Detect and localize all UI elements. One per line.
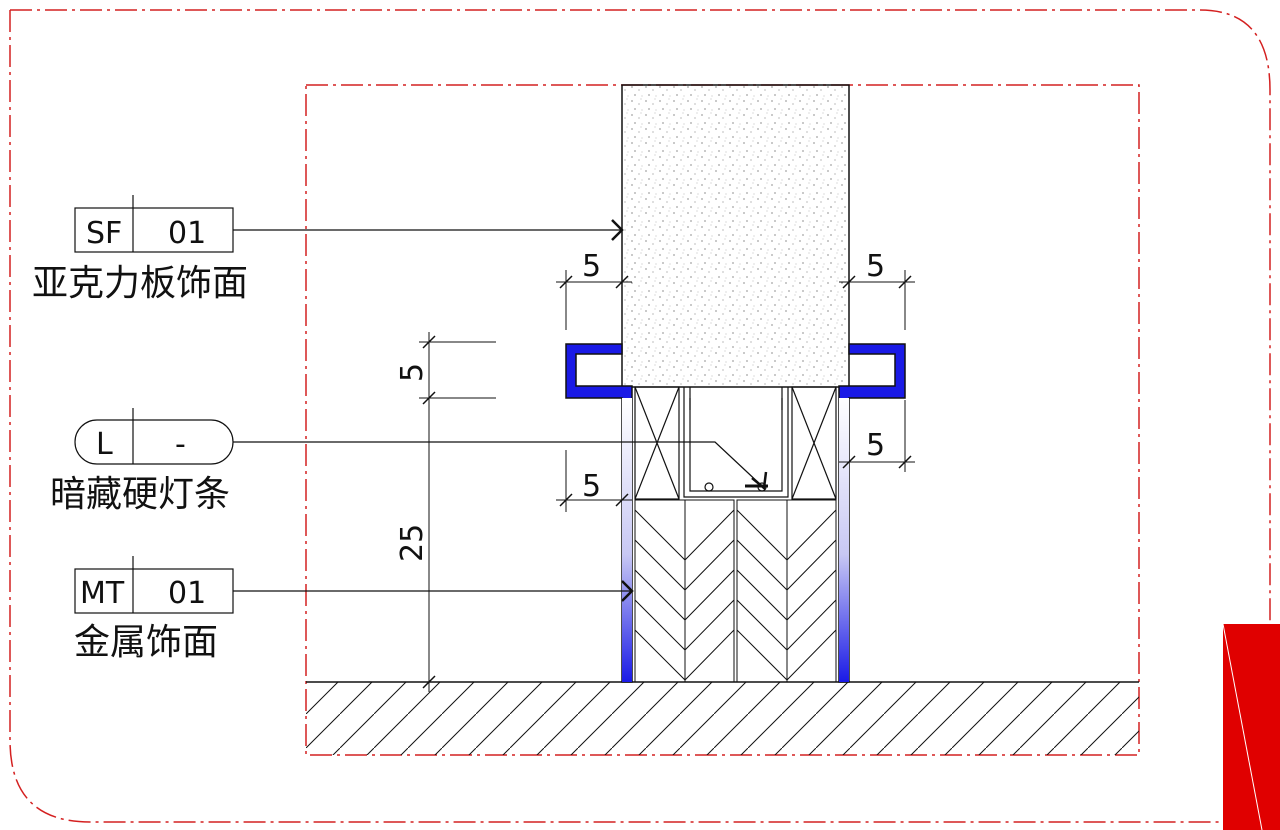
callout-sf-label: 亚克力板饰面	[32, 263, 248, 304]
red-marker-diagonal	[1222, 623, 1263, 830]
dim-vertical	[419, 332, 496, 692]
dim-top-right	[839, 270, 915, 330]
callout-sf	[74, 195, 624, 253]
callout-sf-code: SF	[86, 216, 122, 251]
dim-mid-right-value: 5	[866, 428, 885, 463]
dim-vertical-small-value: 5	[395, 363, 430, 382]
wood-blocking-right	[791, 386, 837, 500]
metal-profile-left-gradient	[622, 398, 632, 682]
callout-mt	[74, 556, 634, 614]
wood-blocking-left	[634, 386, 680, 500]
dim-mid-right	[839, 400, 915, 472]
callout-led-label: 暗藏硬灯条	[50, 474, 230, 515]
dim-top-left	[556, 270, 632, 330]
acrylic-panel	[621, 84, 850, 388]
callout-led-code: L	[96, 427, 113, 462]
dim-mid-left-value: 5	[582, 469, 601, 504]
floor-hatch	[306, 682, 1139, 755]
callout-led	[74, 408, 768, 491]
callout-sf-number: 01	[168, 216, 206, 251]
metal-profile-right-gradient	[839, 398, 849, 682]
dim-vertical-total-value: 25	[395, 524, 430, 562]
dim-top-left-value: 5	[582, 249, 601, 284]
core-herringbone	[634, 499, 837, 683]
callout-led-number: -	[175, 427, 186, 462]
callout-mt-number: 01	[168, 576, 206, 611]
dim-mid-left	[556, 450, 632, 512]
red-marker-block	[1223, 624, 1280, 830]
dim-top-right-value: 5	[866, 249, 885, 284]
sheet-border	[9, 9, 1271, 830]
callout-mt-code: MT	[80, 576, 125, 611]
callout-mt-label: 金属饰面	[74, 622, 218, 663]
